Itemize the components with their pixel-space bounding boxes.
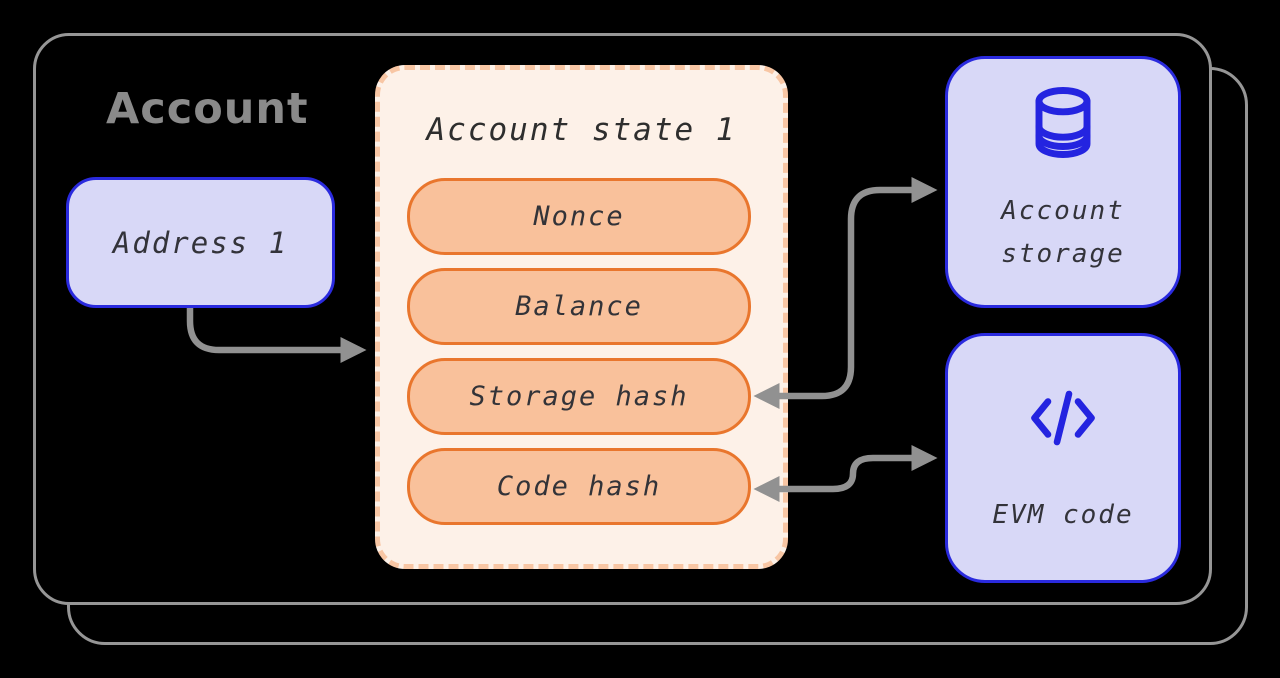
account-container-title: Account (106, 84, 309, 134)
account-storage-node: Account storage (945, 56, 1181, 308)
code-hash-pill: Code hash (407, 448, 751, 525)
balance-pill: Balance (407, 268, 751, 345)
account-storage-label: Account storage (1001, 196, 1125, 269)
storage-hash-pill: Storage hash (407, 358, 751, 435)
evm-code-node: EVM code (945, 333, 1181, 583)
code-brackets-icon (1031, 390, 1095, 446)
address-node-label: Address 1 (112, 225, 289, 260)
account-state-node: Account state 1 Nonce Balance Storage ha… (375, 65, 788, 569)
database-icon (1035, 87, 1091, 158)
address-node: Address 1 (66, 177, 335, 308)
code-hash-pill-label: Code hash (496, 471, 662, 502)
account-state-title: Account state 1 (426, 112, 737, 148)
evm-code-label: EVM code (992, 500, 1134, 530)
balance-pill-label: Balance (515, 291, 643, 322)
storage-hash-pill-label: Storage hash (469, 381, 689, 412)
nonce-pill-label: Nonce (533, 201, 625, 232)
nonce-pill: Nonce (407, 178, 751, 255)
